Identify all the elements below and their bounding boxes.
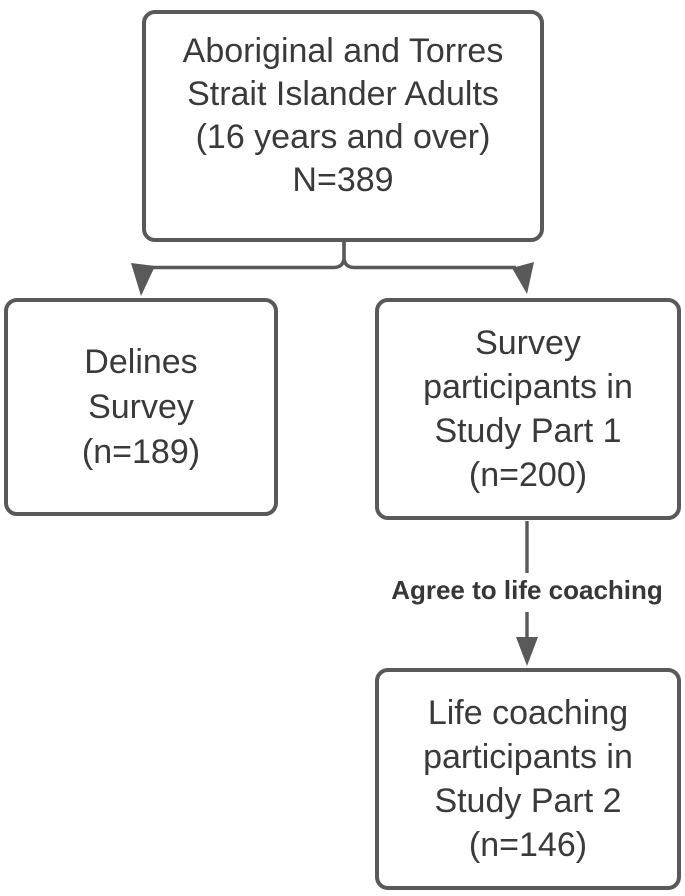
node-survey-participants-line: Study Part 1 [434, 412, 622, 450]
node-life-coaching-participants: Life coaching participants in Study Part… [375, 668, 681, 890]
node-declined-survey-line: Survey [88, 387, 194, 426]
node-survey-participants-line: participants in [423, 368, 633, 406]
arrowhead-left-icon [131, 263, 155, 296]
node-population-line: Strait Islander Adults [187, 75, 499, 113]
connector-fork-right [342, 240, 516, 270]
node-survey-participants-count: (n=200) [468, 456, 588, 494]
connector-fork-left [150, 240, 346, 270]
node-population-line: (16 years and over) [195, 118, 491, 156]
node-declined-survey-line: Delines [84, 342, 198, 381]
node-population-count: N=389 [292, 161, 394, 199]
node-survey-participants: Survey participants in Study Part 1 (n=2… [375, 298, 681, 520]
node-life-coaching-line: Life coaching [427, 694, 629, 732]
node-life-coaching-line: participants in [423, 738, 633, 776]
edge-label-agree-to-life-coaching: Agree to life coaching [391, 575, 663, 605]
node-declined-survey: Delines Survey (n=189) [4, 298, 278, 516]
node-survey-participants-line: Survey [475, 324, 581, 362]
arrowhead-down-icon [516, 637, 538, 666]
node-life-coaching-count: (n=146) [468, 826, 588, 864]
arrowhead-right-icon [512, 262, 534, 294]
node-life-coaching-line: Study Part 2 [434, 782, 622, 820]
node-declined-survey-count: (n=189) [81, 432, 201, 471]
node-population: Aboriginal and Torres Strait Islander Ad… [142, 10, 544, 242]
node-population-line: Aboriginal and Torres [182, 32, 504, 70]
